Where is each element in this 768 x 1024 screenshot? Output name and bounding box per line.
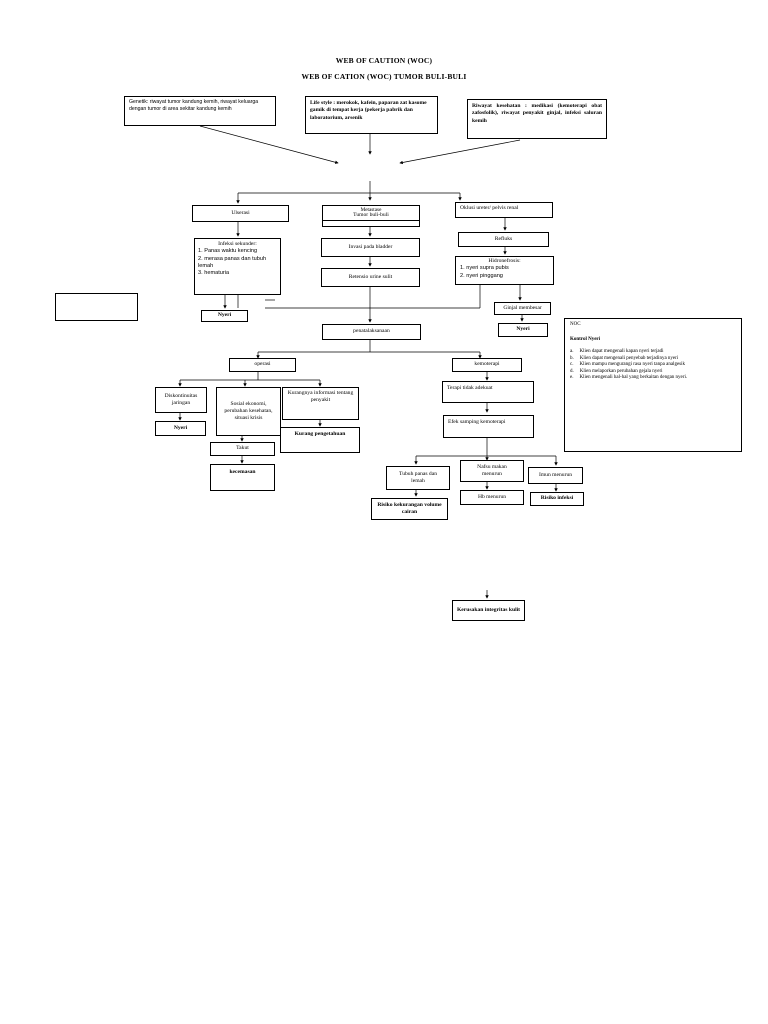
refluks-box: Refluks <box>458 232 549 247</box>
infeksi-title: Infeksi sekunder: <box>218 241 257 247</box>
ginjal-box: Ginjal membesar <box>494 302 551 315</box>
noc-item: e.Klien mengenali hal-hal yang berkaitan… <box>570 375 688 380</box>
risk-genetik-box: Genetik: riwayat tumor kandung kemih, ri… <box>124 96 276 126</box>
kerusakan-box: Kerusakan integritas kulit <box>452 600 525 621</box>
infeksi-item: 3. hematuria <box>198 270 230 277</box>
risk-riwayat-box: Riwayat kesehatan : medikasi (kemoterapi… <box>467 99 607 139</box>
tumor-divider <box>323 220 419 221</box>
nyeri-box-operasi: Nyeri <box>155 421 206 436</box>
noc-panel: NOC Kontrol Nyeri a.Klien dapat mengenal… <box>564 318 742 452</box>
noc-item: a.Klien dapat mengenali kapan nyeri terj… <box>570 349 664 354</box>
infeksi-sekunder-box: Infeksi sekunder: 1. Panas waktu kencing… <box>194 238 281 295</box>
noc-heading: NOC <box>570 322 581 327</box>
empty-box <box>55 293 138 321</box>
kurang-pengetahuan-box: Kurang pengetahuan <box>280 427 360 453</box>
infeksi-item: 2. merasa panas dan tubuh lemah <box>198 255 267 269</box>
tubuh-panas-box: Tubuh panas dan lemah <box>386 466 450 490</box>
terapi-tidak-adekuat-box: Terapi tidak adekuat <box>442 381 534 403</box>
infeksi-item: 1. Panas waktu kencing <box>198 248 258 255</box>
kecemasan-box: kecemasan <box>210 464 275 491</box>
retensio-box: Retensio urine sulit <box>321 268 420 287</box>
efek-samping-box: Efek samping kemoterapi <box>443 415 534 438</box>
noc-item: c.Klien mampu mengurangi rasa nyeri tanp… <box>570 362 686 367</box>
nyeri-box-left: Nyeri <box>201 310 248 322</box>
oklusi-box: Oklusi ureter/ pelvis renal <box>455 202 553 218</box>
tumor-label: Tumor buli-buli <box>353 212 389 218</box>
ulserasi-box: Ulserasi <box>192 205 289 222</box>
risiko-infeksi-box: Risiko infeksi <box>530 492 584 506</box>
noc-item: d.Klien melaporkan perubahan gejala nyer… <box>570 368 663 374</box>
nafsu-makan-box: Nafsu makan menurun <box>460 460 524 482</box>
noc-item: b.Klien dapat mengenali penyebab terjadi… <box>570 355 679 361</box>
hidronefrosis-box: Hidronefrosis: 1. nyeri supra pubis 2. n… <box>455 256 554 285</box>
tumor-box: Metastase Tumor buli-buli <box>322 205 420 227</box>
takut-box: Takut <box>210 442 275 456</box>
risiko-cairan-box: Risiko kekurangan volume cairan <box>371 498 448 520</box>
invasi-box: Invasi pada bladder <box>321 238 420 257</box>
noc-subheading: Kontrol Nyeri <box>570 336 601 342</box>
kurangnya-box: Kurangnya informasi tentang penyakit <box>282 387 359 420</box>
diagram-title: WEB OF CAUTION (WOC) <box>335 56 433 65</box>
sosial-box: Sosial ekonomi, perubahan kesehatan, sit… <box>216 387 281 436</box>
diskontinuitas-box: Diskontinuitas jaringan <box>155 387 207 413</box>
imun-menurun-box: Imun menurun <box>528 467 583 484</box>
diagram-subtitle: WEB OF CATION (WOC) TUMOR BULI-BULI <box>301 72 467 81</box>
hidronefrosis-item: 2. nyeri pinggang <box>460 272 503 279</box>
penatalaksanaan-box: penatalaksanaan <box>322 324 421 340</box>
operasi-box: operasi <box>229 358 296 372</box>
kemoterapi-box: kemoterapi <box>452 358 522 372</box>
hidronefrosis-title: Hidronefrosis: <box>488 258 521 264</box>
metastase-label: Metastase <box>360 207 382 213</box>
nyeri-box-right: Nyeri <box>498 323 548 337</box>
hidronefrosis-item: 1. nyeri supra pubis <box>460 265 509 272</box>
risk-lifestyle-box: Life style : merokok, kafein, paparan za… <box>305 96 438 134</box>
hb-menurun-box: Hb menurun <box>460 490 524 505</box>
